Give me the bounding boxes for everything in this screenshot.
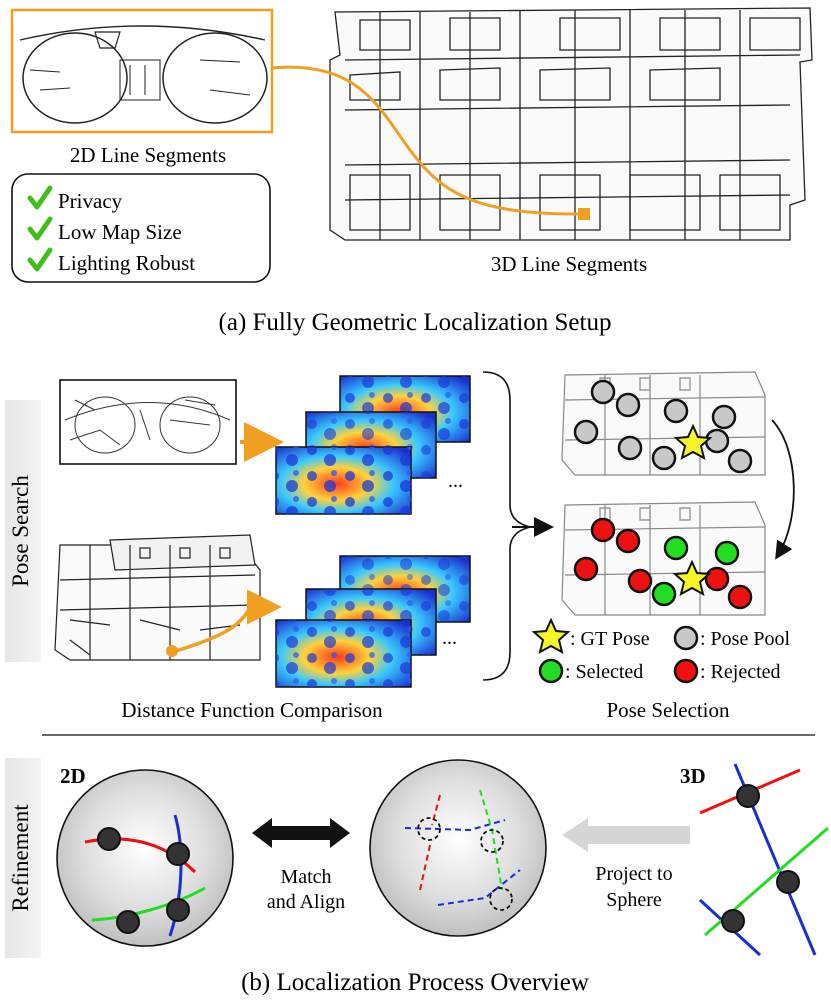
arrow-icon xyxy=(771,419,795,560)
svg-text:Low Map Size: Low Map Size xyxy=(58,220,182,244)
sphere-projected xyxy=(369,759,547,937)
pose-selection-caption: Pose Selection xyxy=(606,698,730,722)
check-icon xyxy=(27,185,53,210)
legend-selected-marker xyxy=(538,658,564,684)
match-label-line2: and Align xyxy=(267,891,345,913)
caption-panel-b: (b) Localization Process Overview xyxy=(241,969,589,996)
refinement-sidebar xyxy=(5,758,41,958)
ellipsis-bottom: ... xyxy=(442,627,457,649)
legend-pool-marker xyxy=(673,625,699,651)
check-icon xyxy=(27,216,53,241)
label-3d-line-segments: 3D Line Segments xyxy=(491,252,647,276)
distance-function-caption: Distance Function Comparison xyxy=(121,698,383,722)
benefit-lighting-robust: Lighting Robust xyxy=(27,247,195,275)
star-icon xyxy=(673,423,713,460)
match-label-line1: Match xyxy=(280,866,331,888)
lines-3d xyxy=(698,763,829,957)
legend-rejected: : Rejected xyxy=(700,661,781,683)
label-3d-lines: 3D xyxy=(680,764,706,788)
selected-markers xyxy=(651,535,740,607)
pose-search-label: Pose Search xyxy=(8,475,33,587)
label-2d-line-segments: 2D Line Segments xyxy=(70,143,226,167)
project-label-line1: Project to xyxy=(595,863,672,885)
line-map-3d xyxy=(329,7,813,241)
label-2d-sphere: 2D xyxy=(60,764,86,788)
heatmap-stack-rendered xyxy=(275,555,471,688)
refinement-label: Refinement xyxy=(8,804,33,912)
legend: : GT Pose : Pose Pool : Selected : Rejec… xyxy=(531,617,790,684)
legend-pose-pool: : Pose Pool xyxy=(700,628,790,650)
heatmap-stack-query xyxy=(275,375,471,515)
match-align-arrow xyxy=(252,818,350,848)
sphere-2d-aligned xyxy=(56,769,234,947)
caption-panel-a: (a) Fully Geometric Localization Setup xyxy=(219,309,612,336)
arrow-icon xyxy=(175,589,282,653)
query-panorama xyxy=(59,379,237,465)
camera-location-marker xyxy=(166,645,178,657)
rejected-markers xyxy=(573,517,753,610)
benefits-box: Privacy Low Map Size Lighting Robust xyxy=(11,173,271,283)
star-icon xyxy=(531,617,571,654)
pose-search-sidebar xyxy=(5,400,41,662)
arrow-icon xyxy=(271,65,584,216)
legend-selected: : Selected xyxy=(565,661,643,683)
check-icon xyxy=(27,247,53,272)
ellipsis-top: ... xyxy=(448,470,463,492)
benefit-privacy: Privacy xyxy=(27,185,123,213)
legend-rejected-marker xyxy=(673,658,699,684)
legend-gt-pose: : GT Pose xyxy=(570,628,650,650)
svg-text:Lighting Robust: Lighting Robust xyxy=(58,251,195,275)
location-marker xyxy=(578,208,590,220)
panorama-2d-image xyxy=(10,8,274,134)
map-building-3d xyxy=(54,534,261,661)
pose-pool-markers xyxy=(573,379,753,474)
project-arrow xyxy=(562,818,690,852)
benefit-low-map-size: Low Map Size xyxy=(27,216,182,244)
project-label-line2: Sphere xyxy=(606,889,662,911)
svg-text:Privacy: Privacy xyxy=(58,189,123,213)
star-icon xyxy=(672,559,712,596)
